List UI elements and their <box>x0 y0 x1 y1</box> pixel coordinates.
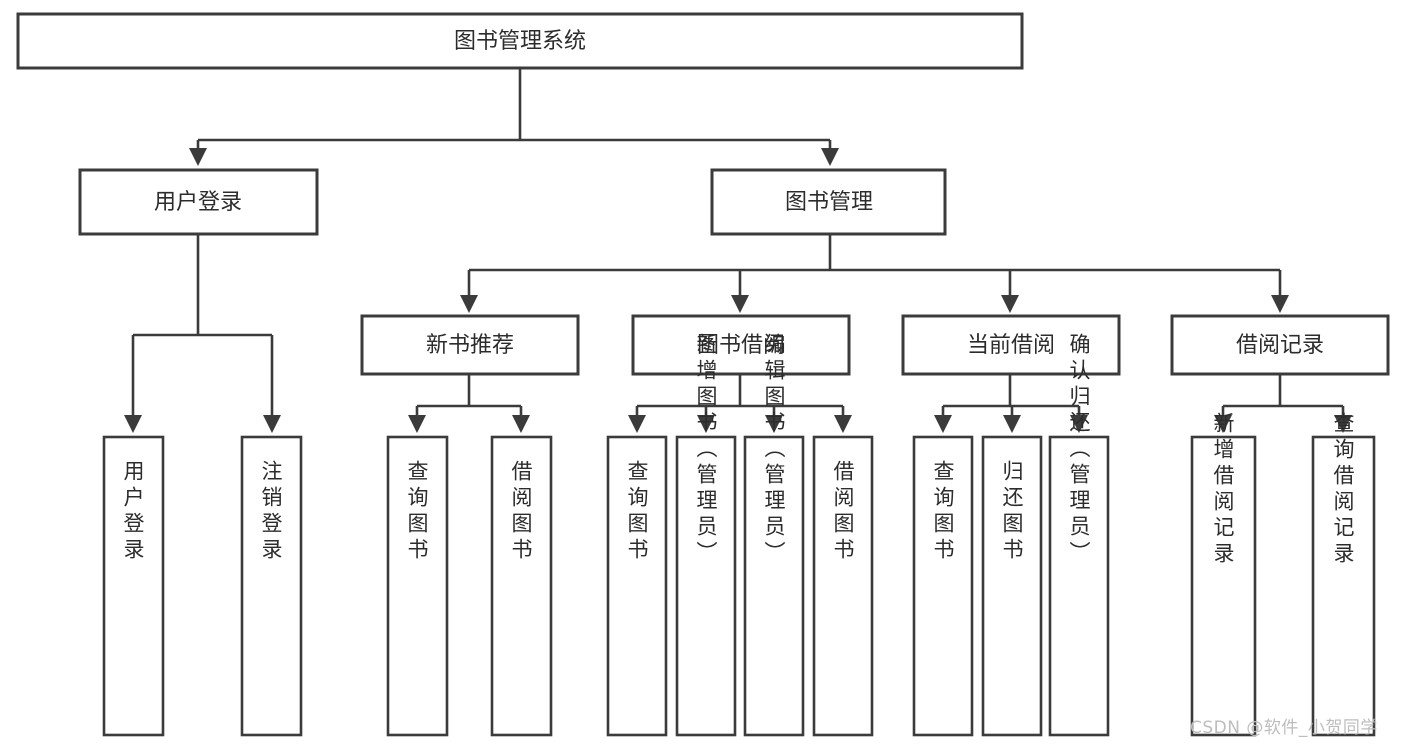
node-leaf1-label: 用户登录 <box>121 460 145 564</box>
node-leaf2-label: 注销登录 <box>259 460 283 564</box>
node-bookmgmt-label: 图书管理 <box>785 190 873 215</box>
node-leaf3-label: 查询图书 <box>405 460 429 564</box>
node-leaf9-box[interactable] <box>912 435 974 737</box>
node-leaf5[interactable]: 查询图书 <box>606 435 668 737</box>
node-leaf7-label: 编辑图书（管理员） <box>762 333 786 567</box>
connectors <box>123 68 1353 434</box>
node-leaf1[interactable]: 用户登录 <box>102 435 165 737</box>
node-leaf8-label: 借阅图书 <box>831 460 855 564</box>
node-leaf9-label: 查询图书 <box>931 460 955 564</box>
node-login-label: 用户登录 <box>154 190 242 215</box>
node-leaf11[interactable]: 确认归还（管理员） <box>1048 333 1110 737</box>
node-login[interactable]: 用户登录 <box>78 168 319 236</box>
node-leaf5-box[interactable] <box>606 435 668 737</box>
node-newbook-label: 新书推荐 <box>426 333 514 358</box>
node-leaf12-label: 新增借阅记录 <box>1211 412 1235 568</box>
node-leaf2[interactable]: 注销登录 <box>240 435 303 737</box>
node-leaf12[interactable]: 新增借阅记录 <box>1190 412 1257 737</box>
node-leaf10-box[interactable] <box>981 435 1043 737</box>
node-leaf4[interactable]: 借阅图书 <box>490 435 553 737</box>
node-borrow-box[interactable] <box>631 314 851 376</box>
node-leaf4-label: 借阅图书 <box>509 460 533 564</box>
node-leaf8[interactable]: 借阅图书 <box>812 435 874 737</box>
node-leaf10-label: 归还图书 <box>1000 460 1024 564</box>
node-leaf5-label: 查询图书 <box>625 460 649 564</box>
node-bookmgmt[interactable]: 图书管理 <box>710 168 947 236</box>
node-borrow-label: 图书借阅 <box>697 333 785 358</box>
node-leaf6[interactable]: 新增图书（管理员） <box>675 333 737 737</box>
node-leaf11-box[interactable] <box>1048 435 1110 737</box>
node-borrow[interactable]: 图书借阅 <box>631 314 851 376</box>
node-current-box[interactable] <box>901 314 1121 376</box>
csdn-watermark: CSDN @软件_小贺同学 <box>1190 718 1378 738</box>
node-leaf13-label: 查询借阅记录 <box>1331 412 1355 568</box>
node-leaf3[interactable]: 查询图书 <box>386 435 449 737</box>
node-leaf13[interactable]: 查询借阅记录 <box>1311 412 1376 737</box>
node-newbook[interactable]: 新书推荐 <box>360 314 580 376</box>
node-current[interactable]: 当前借阅 <box>901 314 1121 376</box>
node-leaf11-label: 确认归还（管理员） <box>1067 333 1091 567</box>
node-root[interactable]: 图书管理系统 <box>16 12 1024 70</box>
node-leaf13-box[interactable] <box>1311 435 1376 737</box>
node-leaf6-box[interactable] <box>675 435 737 737</box>
node-bookmgmt-box[interactable] <box>710 168 947 236</box>
node-leaf4-box[interactable] <box>490 435 553 737</box>
node-records-box[interactable] <box>1170 314 1390 376</box>
node-leaf8-box[interactable] <box>812 435 874 737</box>
node-current-label: 当前借阅 <box>967 333 1055 358</box>
node-login-box[interactable] <box>78 168 319 236</box>
node-records-label: 借阅记录 <box>1236 333 1324 358</box>
node-leaf7[interactable]: 编辑图书（管理员） <box>743 333 805 737</box>
node-leaf3-box[interactable] <box>386 435 449 737</box>
node-leaf1-box[interactable] <box>102 435 165 737</box>
node-leaf9[interactable]: 查询图书 <box>912 435 974 737</box>
node-leaf6-label: 新增图书（管理员） <box>694 333 718 567</box>
node-records[interactable]: 借阅记录 <box>1170 314 1390 376</box>
node-newbook-box[interactable] <box>360 314 580 376</box>
node-leaf12-box[interactable] <box>1190 435 1257 737</box>
node-root-box[interactable] <box>16 12 1024 70</box>
node-root-label: 图书管理系统 <box>454 29 586 54</box>
node-leaf10[interactable]: 归还图书 <box>981 435 1043 737</box>
node-leaf7-box[interactable] <box>743 435 805 737</box>
node-leaf2-box[interactable] <box>240 435 303 737</box>
